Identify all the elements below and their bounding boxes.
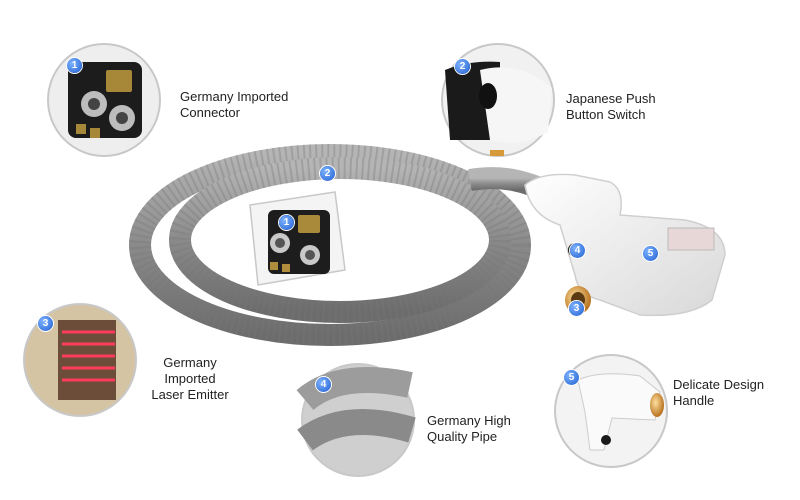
feature-label-pipe: Germany High Quality Pipe bbox=[427, 413, 511, 445]
feature-label-line: Button Switch bbox=[566, 107, 646, 122]
callout-pipe-image bbox=[296, 363, 416, 477]
badge-handle-main: 5 bbox=[643, 246, 658, 261]
feature-label-line: Germany High bbox=[427, 413, 511, 428]
hose-coil bbox=[129, 144, 550, 346]
feature-label-line: Connector bbox=[180, 105, 240, 120]
feature-label-line: Handle bbox=[673, 393, 715, 408]
badge-emitter-main: 3 bbox=[569, 301, 584, 316]
feature-label-line: Japanese Push bbox=[566, 91, 656, 106]
feature-label-handle: Delicate Design Handle bbox=[673, 377, 764, 409]
badge-handle-callout: 5 bbox=[564, 370, 579, 385]
callout-connector-image bbox=[47, 43, 161, 157]
badge-emitter-callout: 3 bbox=[38, 316, 53, 331]
badge-connector-callout: 1 bbox=[67, 58, 82, 73]
badge-pipe-callout: 4 bbox=[316, 377, 331, 392]
badge-button-main: 4 bbox=[570, 243, 585, 258]
callout-emitter-image bbox=[23, 303, 137, 417]
callout-button-image bbox=[441, 43, 555, 157]
feature-label-line: Laser Emitter bbox=[151, 387, 229, 402]
badge-pipe-main: 2 bbox=[320, 166, 335, 181]
handpiece bbox=[524, 173, 726, 317]
laser-lines bbox=[62, 330, 115, 382]
connector bbox=[249, 191, 346, 286]
feature-label-line: Germany Imported bbox=[180, 89, 289, 104]
feature-label-line: Imported bbox=[164, 371, 216, 386]
feature-label-line: Quality Pipe bbox=[427, 429, 498, 444]
feature-label-connector: Germany Imported Connector bbox=[180, 89, 288, 121]
feature-label-button: Japanese Push Button Switch bbox=[566, 91, 656, 123]
feature-label-line: Germany bbox=[163, 355, 217, 370]
feature-label-emitter: Germany Imported Laser Emitter bbox=[145, 355, 235, 403]
feature-label-line: Delicate Design bbox=[673, 377, 765, 392]
badge-connector-main: 1 bbox=[279, 215, 294, 230]
callout-handle-image bbox=[554, 354, 668, 468]
badge-button-callout: 2 bbox=[455, 59, 470, 74]
